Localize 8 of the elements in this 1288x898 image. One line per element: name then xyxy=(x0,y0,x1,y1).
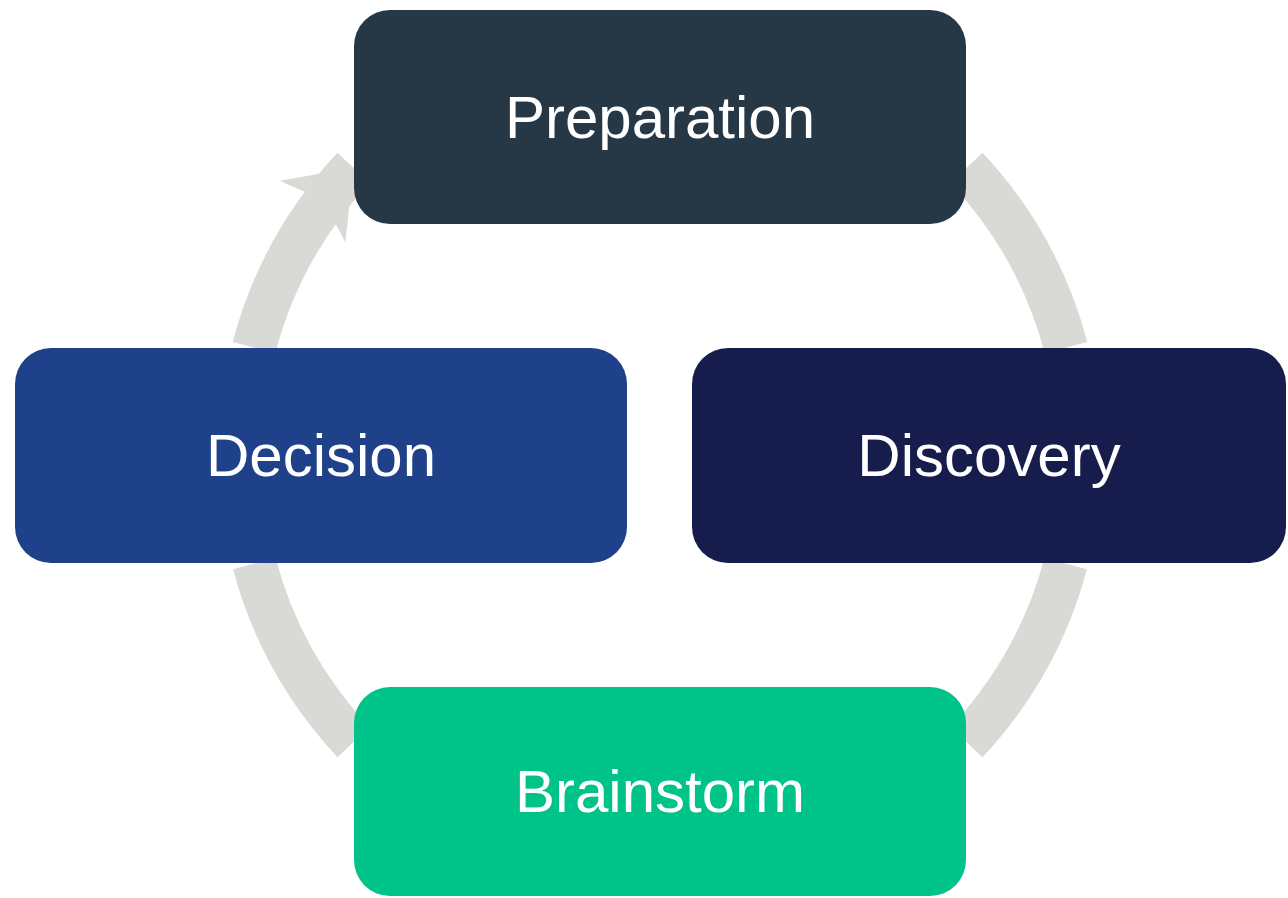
step-label: Preparation xyxy=(504,82,816,152)
step-label: Decision xyxy=(205,421,437,490)
process-box xyxy=(354,687,966,896)
step-label: Discovery xyxy=(857,421,1121,490)
step-label: Brainstorm xyxy=(514,757,806,826)
process-box xyxy=(354,10,966,224)
process-box xyxy=(15,348,627,563)
process-box xyxy=(692,348,1286,563)
